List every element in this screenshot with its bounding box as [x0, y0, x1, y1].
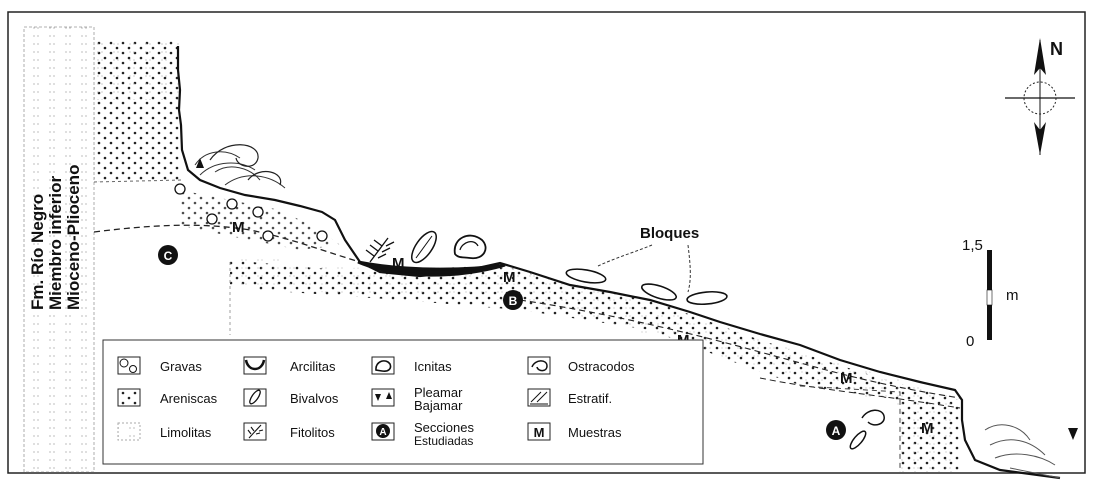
icnitas-fossil [453, 234, 487, 260]
lower-bivalve-icon [849, 430, 867, 450]
legend-label-estratif: Estratif. [568, 391, 612, 406]
legend-item-ostracodos: Ostracodos [527, 356, 635, 375]
legend: Gravas Areniscas Limolitas Arcilitas Biv… [102, 339, 704, 465]
right-wave-marks [984, 424, 1061, 479]
legend-item-estratif: Estratif. [527, 388, 612, 407]
legend-item-tide: Pleamar Bajamar [371, 385, 463, 413]
legend-label-bajamar: Bajamar [414, 398, 463, 413]
section-marker-b: B [503, 290, 523, 310]
legend-item-muestras: M Muestras [527, 422, 622, 441]
legend-label-arcilitas: Arcilitas [290, 359, 336, 374]
gravel-slope-deposit [180, 190, 340, 250]
bloques-blocks [565, 268, 728, 306]
legend-label-pleamar: Pleamar [414, 385, 463, 400]
legend-item-areniscas: Areniscas [117, 388, 218, 407]
legend-item-limolitas: Limolitas [117, 422, 212, 441]
stratification-line-lower [759, 377, 961, 409]
legend-label-limolitas: Limolitas [160, 425, 212, 440]
sample-marker-2: M [392, 255, 405, 272]
svg-text:B: B [509, 294, 518, 308]
figure-frame [7, 11, 1086, 474]
north-label: N [1050, 39, 1063, 59]
sample-marker-1: M [232, 219, 245, 236]
legend-item-secciones: A Secciones Estudiadas [371, 420, 474, 448]
legend-label-icnitas: Icnitas [414, 359, 452, 374]
bloques-label: Bloques [640, 225, 699, 242]
legend-item-fitolitos: Fitolitos [243, 422, 335, 441]
scale-bottom-label: 0 [966, 333, 974, 350]
svg-text:M: M [534, 425, 545, 440]
stratification-line-b [519, 299, 961, 399]
fitolitos-fossil [365, 237, 395, 263]
svg-text:A: A [379, 427, 386, 438]
legend-label-ostracodos: Ostracodos [568, 359, 635, 374]
legend-item-bivalvos: Bivalvos [243, 388, 339, 407]
section-marker-c: C [158, 245, 178, 265]
scale-unit-label: m [1006, 287, 1019, 304]
contact-line-upper [93, 179, 183, 183]
stratification-line-c [93, 224, 361, 263]
pleamar-marker [196, 158, 204, 168]
north-arrow-compass: N [1005, 38, 1075, 155]
legend-label-muestras: Muestras [568, 425, 622, 440]
legend-item-gravas: Gravas [117, 356, 202, 375]
legend-label-gravas: Gravas [160, 359, 202, 374]
sample-marker-5: M [840, 370, 853, 387]
bajamar-marker [1068, 428, 1078, 440]
formation-line-2: Miembro inferior [46, 175, 65, 310]
stratification-line-a [799, 385, 901, 472]
legend-label-areniscas: Areniscas [160, 391, 218, 406]
bivalvos-fossil [411, 230, 437, 264]
legend-label-estudiadas: Estudiadas [414, 434, 473, 448]
lower-ostracod-icon [861, 409, 885, 426]
ostracod-swirl [209, 144, 282, 186]
svg-text:A: A [832, 424, 841, 438]
upper-limolitas-band [94, 42, 180, 100]
arcilitas-lens [357, 260, 506, 277]
legend-item-icnitas: Icnitas [371, 356, 452, 375]
legend-label-fitolitos: Fitolitos [290, 425, 335, 440]
sample-marker-3: M [503, 269, 516, 286]
section-marker-a: A [826, 420, 846, 440]
legend-label-secciones: Secciones [414, 420, 474, 435]
svg-text:C: C [164, 249, 173, 263]
scale-bar: 1,5 0 m [962, 237, 1019, 350]
gravel-clasts [174, 183, 328, 242]
formation-column [23, 26, 95, 473]
legend-label-bivalvos: Bivalvos [290, 391, 339, 406]
sample-marker-6: M [921, 420, 934, 437]
formation-line-3: Mioceno-Plioceno [64, 165, 83, 310]
formation-label: Fm. Río Negro Miembro inferior Mioceno-P… [28, 165, 83, 310]
lower-sediment-silt-overlay [240, 255, 960, 472]
formation-line-1: Fm. Río Negro [28, 194, 47, 310]
legend-item-arcilitas: Arcilitas [243, 356, 336, 375]
scale-top-label: 1,5 [962, 237, 983, 254]
